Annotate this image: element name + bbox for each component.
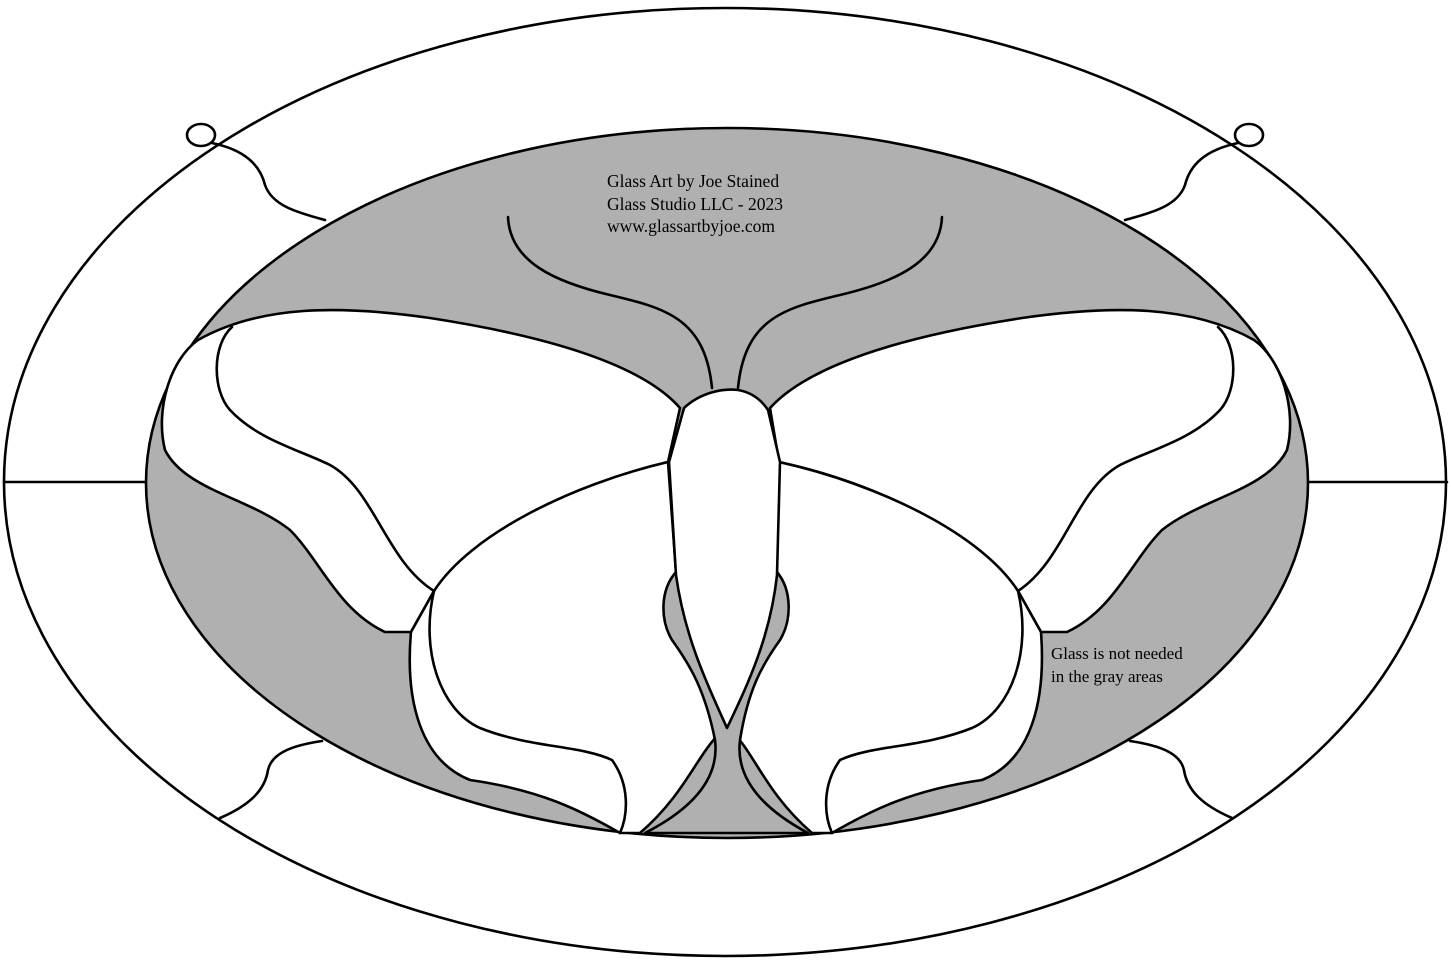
top-left-connector-line	[210, 141, 327, 222]
bottom-right-connector-line	[1128, 739, 1234, 820]
butterfly-body	[667, 388, 782, 730]
left-antenna	[506, 215, 714, 390]
note-line-2: in the gray areas	[1051, 667, 1163, 686]
left-lower-wing-inner-line	[428, 589, 628, 835]
left-lower-wing	[408, 460, 729, 835]
right-hanging-loop	[1233, 122, 1265, 148]
credit-website-line: www.glassartbyjoe.com	[607, 216, 775, 236]
credit-line-2: Glass Studio LLC - 2023	[607, 193, 783, 214]
right-upper-wing-inner-line	[1016, 325, 1235, 593]
left-hanging-loop	[185, 122, 217, 148]
gray-area-note: Glass is not needed in the gray areas	[1051, 642, 1183, 688]
bottom-left-connector-line	[218, 739, 324, 820]
right-lower-wing	[725, 460, 1044, 835]
note-line-1: Glass is not needed	[1051, 644, 1183, 663]
top-right-connector-line	[1123, 141, 1240, 222]
left-upper-wing-inner-line	[215, 325, 436, 593]
credit-line-1: Glass Art by Joe Stained	[607, 171, 780, 191]
studio-credit-text: Glass Art by Joe Stained Glass Studio LL…	[607, 170, 783, 238]
right-lower-wing-inner-line	[824, 589, 1024, 835]
right-antenna	[736, 215, 944, 390]
